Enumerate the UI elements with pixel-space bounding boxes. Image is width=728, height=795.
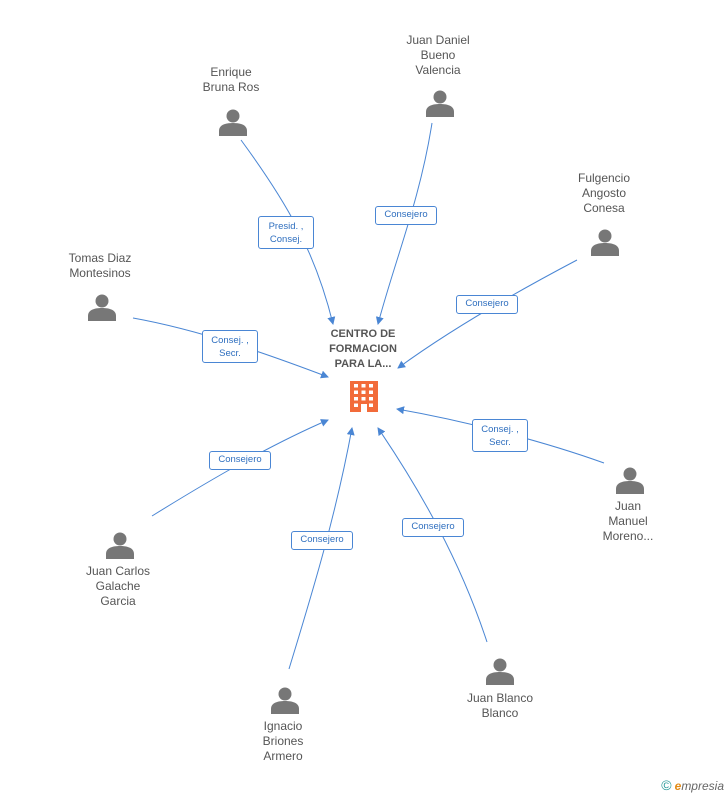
person-name-line: Tomas Diaz	[68, 251, 132, 265]
edge-role-text: Secr.	[489, 436, 511, 448]
person-name-line: Armero	[263, 749, 303, 763]
person-name-line: Juan Carlos	[85, 564, 151, 578]
edge-line-juan-daniel	[375, 122, 433, 325]
person-name-line: Fulgencio	[577, 171, 631, 185]
person-name-line: Manuel	[608, 514, 648, 528]
edge-role-text: Consejero	[300, 533, 344, 545]
person-name-line: Briones	[262, 734, 304, 748]
person-name-line: Montesinos	[69, 266, 131, 280]
person-name-line: Juan Blanco	[466, 691, 534, 705]
person-icon[interactable]	[616, 467, 644, 495]
edge-role-text: Secr.	[219, 347, 241, 359]
person-name-line: Moreno...	[602, 529, 654, 543]
edge-line-fulgencio	[397, 259, 578, 369]
person-name-line: Valencia	[415, 63, 461, 77]
brand-initial: e	[674, 779, 682, 793]
edge-role-label[interactable]: Consejero	[209, 450, 271, 470]
person-name-line: Blanco	[481, 706, 519, 720]
person-name-line: Bueno	[420, 48, 456, 62]
person-name-line: Ignacio	[263, 719, 303, 733]
edge-role-text: Consejero	[465, 297, 509, 309]
brand-name: mpresia	[681, 779, 724, 793]
center-label-line: FORMACION	[329, 343, 397, 355]
person-name-line: Juan Daniel	[406, 33, 470, 47]
person-icon[interactable]	[426, 90, 454, 118]
edge-role-label[interactable]: Consej. ,Secr.	[202, 329, 258, 363]
person-name-line: Garcia	[100, 594, 136, 608]
edge-role-label[interactable]: Consejero	[291, 530, 353, 550]
edge-role-text: Presid. ,	[268, 220, 304, 232]
center-label-line: CENTRO DE	[330, 328, 396, 340]
person-name-line: Angosto	[581, 186, 627, 200]
person-name-line: Enrique	[210, 65, 252, 79]
edge-role-label[interactable]: Presid. ,Consej.	[258, 215, 314, 249]
edge-role-text: Consejero	[384, 208, 428, 220]
edge-role-text: Consejero	[218, 453, 262, 465]
edge-role-label[interactable]: Consejero	[375, 205, 437, 225]
edge-role-text: Consej. ,	[481, 423, 519, 435]
edge-role-text: Consejero	[411, 520, 455, 532]
building-icon[interactable]	[350, 381, 378, 412]
person-name-line: Conesa	[583, 201, 625, 215]
edge-line-ignacio	[288, 427, 355, 670]
center-company-label[interactable]: CENTRO DE FORMACION PARA LA...	[313, 327, 413, 372]
person-name-line: Bruna Ros	[202, 80, 260, 94]
edge-role-text: Consej.	[269, 233, 303, 245]
person-name-line: Galache	[95, 579, 141, 593]
person-icon[interactable]	[271, 687, 299, 715]
person-name-line: Juan	[614, 499, 642, 513]
edge-role-text: Consej. ,	[211, 334, 249, 346]
edge-role-label[interactable]: Consejero	[402, 517, 464, 537]
person-icon[interactable]	[591, 229, 619, 257]
edge-role-label[interactable]: Consej. ,Secr.	[472, 418, 528, 452]
person-icon[interactable]	[486, 658, 514, 686]
person-icon[interactable]	[106, 532, 134, 560]
person-icon[interactable]	[88, 294, 116, 322]
brand-logo[interactable]: ©empresia	[661, 777, 724, 793]
copyright-symbol: ©	[661, 777, 672, 793]
center-label-line: PARA LA...	[334, 358, 392, 370]
edge-role-label[interactable]: Consejero	[456, 294, 518, 314]
person-icon[interactable]	[219, 109, 247, 137]
